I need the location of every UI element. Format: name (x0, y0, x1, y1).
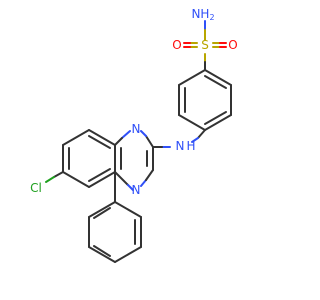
bond (88, 129, 116, 146)
bond-inner (204, 75, 227, 89)
bond (140, 179, 147, 187)
bond-inner (88, 135, 111, 149)
chlorine-label: Cl (30, 181, 42, 195)
bond (114, 137, 123, 146)
bond (114, 201, 142, 218)
bond-inner (93, 207, 111, 219)
sulfonamide-group: NH2 S O O (172, 7, 238, 71)
bond (62, 171, 90, 188)
bond (114, 246, 142, 263)
phenyl-ring (88, 171, 142, 263)
bond (88, 171, 116, 188)
bond-inner (88, 168, 111, 182)
sulfur-label: S (201, 38, 209, 52)
nh-h-label: H (186, 139, 195, 153)
nitrogen-upper-label: N (132, 122, 141, 136)
quinazoline-core: N N (62, 122, 154, 197)
bond-c-cl (53, 171, 64, 178)
molecule-structure: NH2 S O O N H (30, 7, 238, 263)
oxygen-left-label: O (172, 38, 181, 52)
bond-c-nh (197, 129, 206, 139)
nh2-label: NH2 (191, 7, 214, 22)
nitrogen-lower-label: N (132, 183, 141, 197)
bond (121, 130, 131, 139)
nh-n-label: N (176, 139, 185, 153)
bond (204, 114, 232, 131)
chloro-substituent: Cl (30, 171, 64, 195)
bond (88, 201, 116, 218)
bond (145, 169, 154, 181)
bond (204, 69, 232, 86)
bond (114, 171, 129, 186)
bond (88, 246, 116, 263)
bond (145, 135, 154, 148)
bond-inner (204, 111, 227, 125)
amine-linker: N H (152, 129, 206, 153)
bond-c-cl-half (45, 176, 55, 183)
bond (127, 184, 134, 191)
bond (140, 130, 147, 137)
bond-inner (93, 245, 111, 257)
bond (62, 129, 90, 146)
bond-c-nh-half (191, 137, 199, 143)
bond (178, 69, 206, 86)
benzene-ring-upper (178, 69, 232, 131)
oxygen-right-label: O (228, 38, 237, 52)
bond (178, 114, 206, 131)
